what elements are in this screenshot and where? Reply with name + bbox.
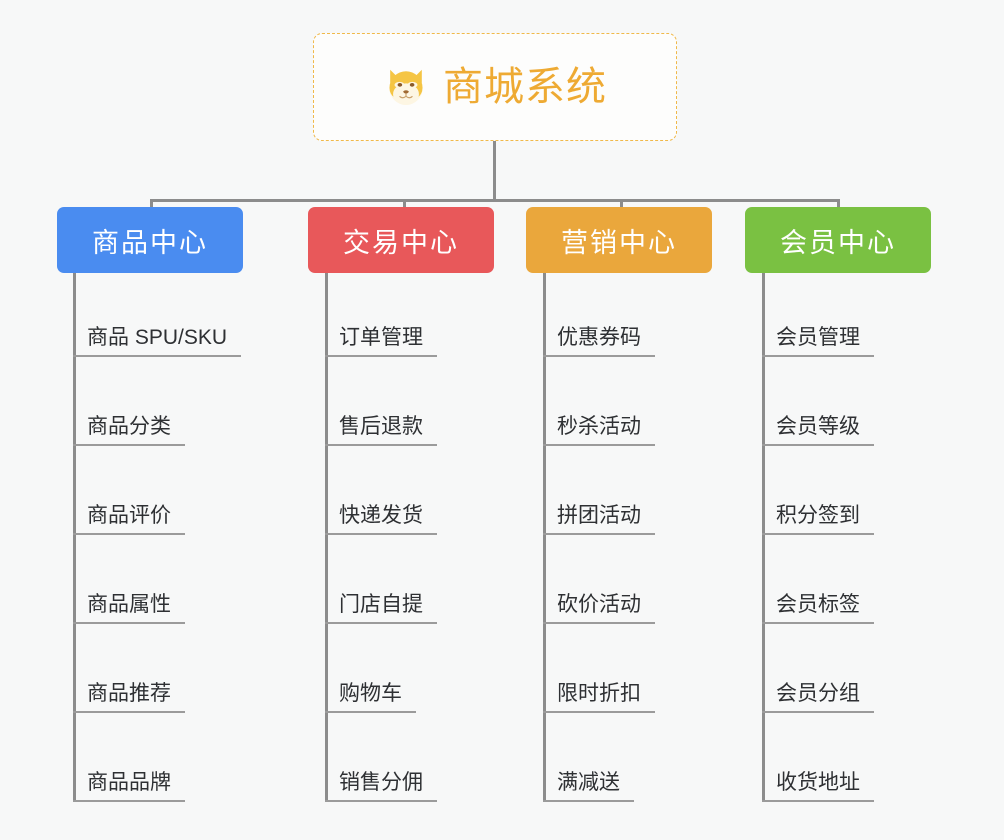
leaf-item[interactable]: 订单管理 [325,311,437,357]
category-header-trade-center[interactable]: 交易中心 [308,207,494,273]
category-header-member-center[interactable]: 会员中心 [745,207,931,273]
category-header-marketing-center[interactable]: 营销中心 [526,207,712,273]
leaf-item[interactable]: 商品推荐 [73,667,185,713]
leaf-item-label: 收货地址 [762,771,874,802]
category-header-label: 会员中心 [780,227,896,258]
leaf-item-label: 订单管理 [325,326,437,357]
leaf-item[interactable]: 商品评价 [73,489,185,535]
root-title: 商城系统 [443,65,607,109]
leaf-item-label: 商品分类 [73,415,185,446]
leaf-item-label: 积分签到 [762,504,874,535]
connector-drop-2 [403,199,406,208]
leaf-item[interactable]: 门店自提 [325,578,437,624]
leaf-item-label: 优惠券码 [543,326,655,357]
leaf-item[interactable]: 收货地址 [762,756,874,802]
leaf-item-label: 限时折扣 [543,682,655,713]
leaf-item[interactable]: 优惠券码 [543,311,655,357]
leaf-item[interactable]: 会员分组 [762,667,874,713]
category-header-label: 商品中心 [92,227,208,258]
leaf-item-label: 商品 SPU/SKU [73,326,242,357]
leaf-item-label: 购物车 [325,682,416,713]
branch-spine-product-center [73,273,76,801]
leaf-item[interactable]: 商品分类 [73,400,185,446]
leaf-item-label: 快递发货 [325,504,437,535]
leaf-item[interactable]: 商品属性 [73,578,185,624]
leaf-item[interactable]: 会员标签 [762,578,874,624]
leaf-item-label: 商品推荐 [73,682,185,713]
leaf-item-label: 门店自提 [325,593,437,624]
leaf-item[interactable]: 会员等级 [762,400,874,446]
leaf-item[interactable]: 会员管理 [762,311,874,357]
leaf-item[interactable]: 秒杀活动 [543,400,655,446]
connector-drop-3 [620,199,623,208]
leaf-item-label: 会员标签 [762,593,874,624]
leaf-item-label: 会员等级 [762,415,874,446]
leaf-item-label: 拼团活动 [543,504,655,535]
leaf-item[interactable]: 商品品牌 [73,756,185,802]
leaf-item-label: 会员分组 [762,682,874,713]
leaf-item[interactable]: 商品 SPU/SKU [73,311,242,357]
leaf-item[interactable]: 销售分佣 [325,756,437,802]
leaf-item[interactable]: 拼团活动 [543,489,655,535]
leaf-item-label: 商品属性 [73,593,185,624]
leaf-item-label: 会员管理 [762,326,874,357]
leaf-item-label: 商品评价 [73,504,185,535]
leaf-item-label: 秒杀活动 [543,415,655,446]
connector-drop-4 [837,199,840,208]
branch-spine-trade-center [325,273,328,801]
connector-horizontal-bus [150,199,840,202]
leaf-item[interactable]: 购物车 [325,667,416,713]
connector-drop-1 [150,199,153,208]
branch-spine-marketing-center [543,273,546,801]
leaf-item-label: 砍价活动 [543,593,655,624]
category-header-label: 营销中心 [561,227,677,258]
category-header-label: 交易中心 [343,227,459,258]
shiba-dog-emoji [389,69,423,105]
branch-spine-member-center [762,273,765,801]
leaf-item-label: 满减送 [543,771,634,802]
leaf-item[interactable]: 售后退款 [325,400,437,446]
connector-root-stem [493,141,496,202]
leaf-item-label: 商品品牌 [73,771,185,802]
leaf-item[interactable]: 限时折扣 [543,667,655,713]
leaf-item-label: 售后退款 [325,415,437,446]
leaf-item[interactable]: 满减送 [543,756,634,802]
leaf-item[interactable]: 砍价活动 [543,578,655,624]
leaf-item[interactable]: 积分签到 [762,489,874,535]
leaf-item-label: 销售分佣 [325,771,437,802]
leaf-item[interactable]: 快递发货 [325,489,437,535]
category-header-product-center[interactable]: 商品中心 [57,207,243,273]
root-node[interactable]: 商城系统 [313,33,677,141]
